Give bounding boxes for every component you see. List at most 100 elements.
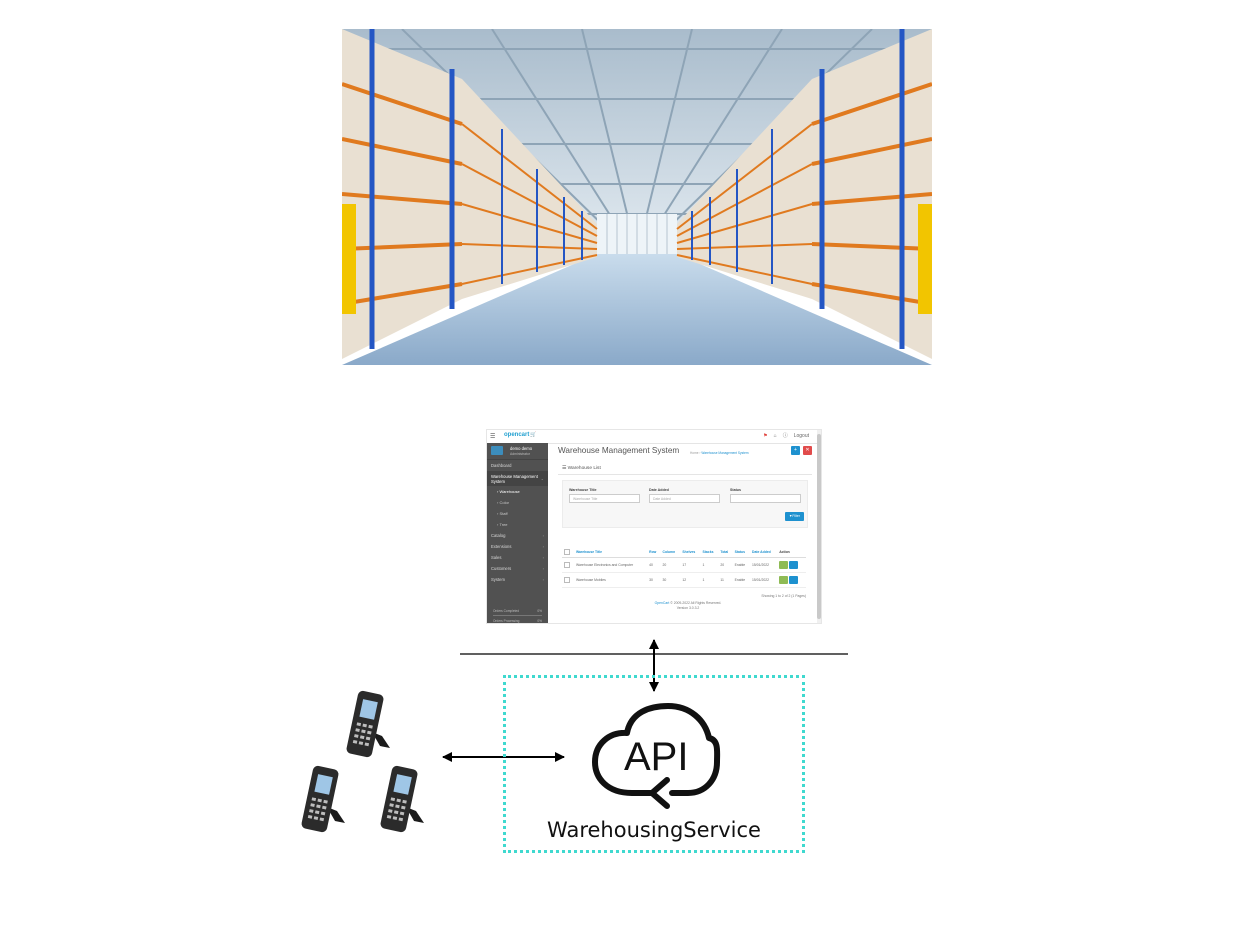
api-label: API: [624, 735, 689, 779]
column-warehouse-title[interactable]: Warehouse Title: [573, 547, 648, 558]
progress-bar: [493, 615, 542, 616]
home-icon[interactable]: ⌂: [773, 432, 777, 439]
scroll-thumb[interactable]: [817, 434, 821, 619]
cell-column: 20: [660, 557, 681, 573]
column-shelves[interactable]: Shelves: [680, 547, 701, 558]
footer-link[interactable]: OpenCart: [654, 601, 670, 605]
cell-actions: [777, 557, 806, 573]
column-action: Action: [777, 547, 806, 558]
chevron-right-icon: ›: [542, 544, 544, 549]
cell-row: 40: [647, 557, 661, 573]
chevron-down-icon: ⌄: [540, 476, 544, 481]
chevron-right-icon: ›: [542, 577, 544, 582]
warehouse-list-panel: ☰ Warehouse List Warehouse Title Warehou…: [558, 463, 812, 598]
cell-column: 30: [660, 572, 681, 588]
column-row[interactable]: Row: [647, 547, 661, 558]
sidebar-item-extensions[interactable]: Extensions›: [491, 544, 544, 549]
user-name: demo demo: [510, 446, 533, 451]
sidebar-item-catalog[interactable]: Catalog›: [491, 533, 544, 538]
cell-status: Enable: [732, 557, 751, 573]
cell-title: Warehouse Electronics and Computer: [573, 557, 648, 573]
cell-shelves: 12: [680, 572, 701, 588]
filter-date-label: Date Added: [649, 488, 669, 492]
warehouse-table: Warehouse Title Row Column Shelves Stack…: [562, 547, 806, 588]
sidebar-item-system[interactable]: System›: [491, 577, 544, 582]
cell-status: Enable: [732, 572, 751, 588]
opencart-logo[interactable]: opencart🛒: [504, 432, 537, 438]
delete-button[interactable]: ✕: [803, 446, 812, 455]
top-bar: ☰ opencart🛒 ⚑ ⌂ ⓘ Logout: [487, 430, 817, 444]
sidebar-item-sales[interactable]: Sales›: [491, 555, 544, 560]
filter-box: Warehouse Title Warehouse Title Date Add…: [562, 480, 808, 528]
panel-title: ☰ Warehouse List: [558, 463, 812, 475]
opencart-admin-screenshot: ☰ opencart🛒 ⚑ ⌂ ⓘ Logout demo demo Admin…: [486, 429, 822, 624]
warehouse-illustration: [342, 29, 932, 365]
column-stacks[interactable]: Stacks: [700, 547, 719, 558]
menu-icon[interactable]: ☰: [490, 434, 496, 440]
filter-status-label: Status: [730, 488, 741, 492]
sidebar-item-customers[interactable]: Customers›: [491, 566, 544, 571]
cell-stacks: 1: [700, 557, 719, 573]
edit-button[interactable]: [789, 560, 799, 569]
filter-button[interactable]: ▼Filter: [785, 512, 804, 521]
row-checkbox[interactable]: [562, 557, 574, 573]
notification-icon[interactable]: ⚑: [763, 432, 768, 439]
page-title: Warehouse Management System: [558, 446, 680, 455]
column-status[interactable]: Status: [732, 547, 751, 558]
column-total[interactable]: Total: [718, 547, 733, 558]
cell-actions: [777, 572, 806, 588]
warehousing-service-label: WarehousingService: [547, 818, 761, 842]
sidebar-item-tree[interactable]: › Tree: [497, 522, 508, 527]
user-role: Administrator: [510, 452, 530, 456]
table-header: Warehouse Title Row Column Shelves Stack…: [562, 547, 806, 558]
sidebar-item-warehouse-management-system[interactable]: Warehouse Management System⌄: [487, 471, 548, 486]
warehouse-photo: [342, 29, 932, 365]
column-date-added[interactable]: Date Added: [750, 547, 778, 558]
cell-row: 30: [647, 572, 661, 588]
sidebar: demo demo Administrator Dashboard Wareho…: [487, 443, 548, 623]
status-select[interactable]: [730, 494, 801, 503]
breadcrumb: Home › Warehouse Management System: [690, 451, 749, 455]
cell-date: 15/01/2022: [750, 572, 778, 588]
cell-title: Warehouse Mobiles: [573, 572, 648, 588]
logout-link[interactable]: Logout: [793, 432, 809, 439]
table-row: Warehouse Mobiles 30 30 12 1 11 Enable 1…: [562, 572, 806, 588]
chevron-right-icon: ›: [542, 533, 544, 538]
breadcrumb-home[interactable]: Home: [690, 451, 699, 455]
main-content: Warehouse Management System Home › Wareh…: [548, 443, 817, 623]
cell-shelves: 17: [680, 557, 701, 573]
column-column[interactable]: Column: [660, 547, 681, 558]
scrollbar[interactable]: [817, 430, 821, 623]
add-button[interactable]: +: [791, 446, 800, 455]
top-bar-icons: ⚑ ⌂ ⓘ Logout: [763, 432, 809, 440]
pagination-info: Showing 1 to 2 of 2 (1 Pages): [761, 594, 806, 598]
barcode-scanner-icon: [301, 765, 345, 833]
cell-date: 15/01/2022: [750, 557, 778, 573]
edit-button[interactable]: [789, 575, 799, 584]
footer-version: Version 3.0.3.2: [676, 606, 700, 610]
sidebar-item-staff[interactable]: › Staff: [497, 511, 508, 516]
warehouse-title-input[interactable]: Warehouse Title: [569, 494, 640, 503]
sidebar-item-color[interactable]: › Color: [497, 500, 510, 505]
cell-total: 11: [718, 572, 733, 588]
filter-title-label: Warehouse Title: [569, 488, 597, 492]
chevron-right-icon: ›: [542, 555, 544, 560]
view-button[interactable]: [779, 575, 789, 584]
cell-stacks: 1: [700, 572, 719, 588]
sidebar-item-dashboard[interactable]: Dashboard: [491, 463, 512, 468]
select-all-checkbox[interactable]: [562, 547, 574, 558]
barcode-scanner-icon: [380, 765, 424, 833]
help-icon[interactable]: ⓘ: [782, 433, 788, 439]
warehousing-service-box: [503, 675, 805, 853]
barcode-scanner-icon: [346, 690, 390, 758]
breadcrumb-current[interactable]: Warehouse Management System: [701, 451, 749, 455]
avatar: [491, 446, 503, 455]
sidebar-item-warehouse[interactable]: › Warehouse: [497, 489, 520, 494]
footer: OpenCart © 2009-2022 All Rights Reserved…: [654, 601, 722, 610]
view-button[interactable]: [779, 560, 789, 569]
date-added-input[interactable]: Date Added: [649, 494, 720, 503]
chevron-right-icon: ›: [542, 566, 544, 571]
row-checkbox[interactable]: [562, 572, 574, 588]
